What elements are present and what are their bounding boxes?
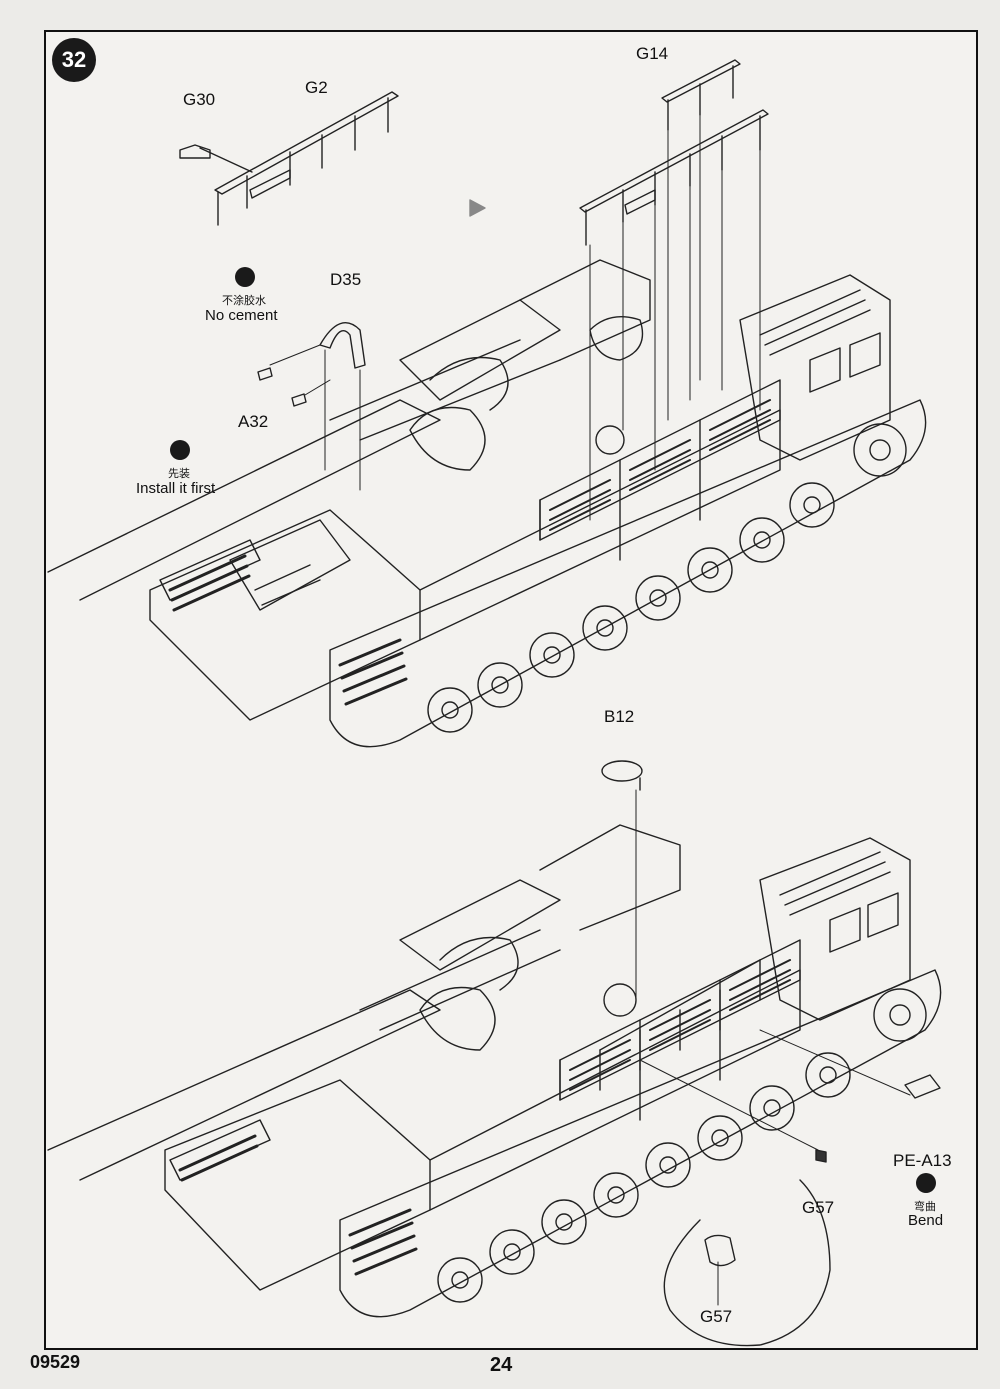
no-cement-icon	[235, 267, 255, 287]
detail-label-g57: G57	[700, 1307, 733, 1326]
no-cement-cn: 不涂胶水	[222, 294, 266, 307]
part-label-pe-a13: PE-A13	[893, 1151, 952, 1170]
top-vehicle-drawing	[47, 59, 927, 748]
part-label-a32: A32	[238, 412, 269, 431]
g57-detail-callout	[663, 1179, 831, 1347]
d35-bracket	[319, 322, 366, 369]
step-number-badge: 32	[52, 38, 96, 82]
part-label-g14: G14	[636, 44, 669, 63]
no-cement-en: No cement	[205, 307, 278, 324]
bend-en: Bend	[908, 1212, 944, 1229]
bottom-road-wheels	[437, 988, 927, 1303]
page-number: 24	[490, 1354, 513, 1376]
b12-ring	[601, 760, 643, 782]
page-frame	[44, 30, 978, 1350]
part-label-g2: G2	[305, 78, 328, 97]
install-first-en: Install it first	[136, 480, 216, 497]
kit-number: 09529	[30, 1352, 81, 1372]
pe-a13-part	[904, 1074, 941, 1099]
part-label-d35: D35	[330, 270, 362, 289]
top-road-wheels	[427, 423, 907, 733]
install-first-icon	[170, 440, 190, 460]
bend-cn: 弯曲	[914, 1200, 936, 1213]
bend-icon	[916, 1173, 936, 1193]
bottom-vehicle-drawing	[47, 760, 942, 1347]
install-first-cn: 先装	[168, 467, 190, 480]
g14-rail-part	[579, 59, 769, 246]
part-label-b12: B12	[604, 707, 635, 726]
g2-rail-part	[179, 91, 399, 226]
part-label-g57: G57	[802, 1198, 835, 1217]
part-label-g30: G30	[183, 90, 216, 109]
